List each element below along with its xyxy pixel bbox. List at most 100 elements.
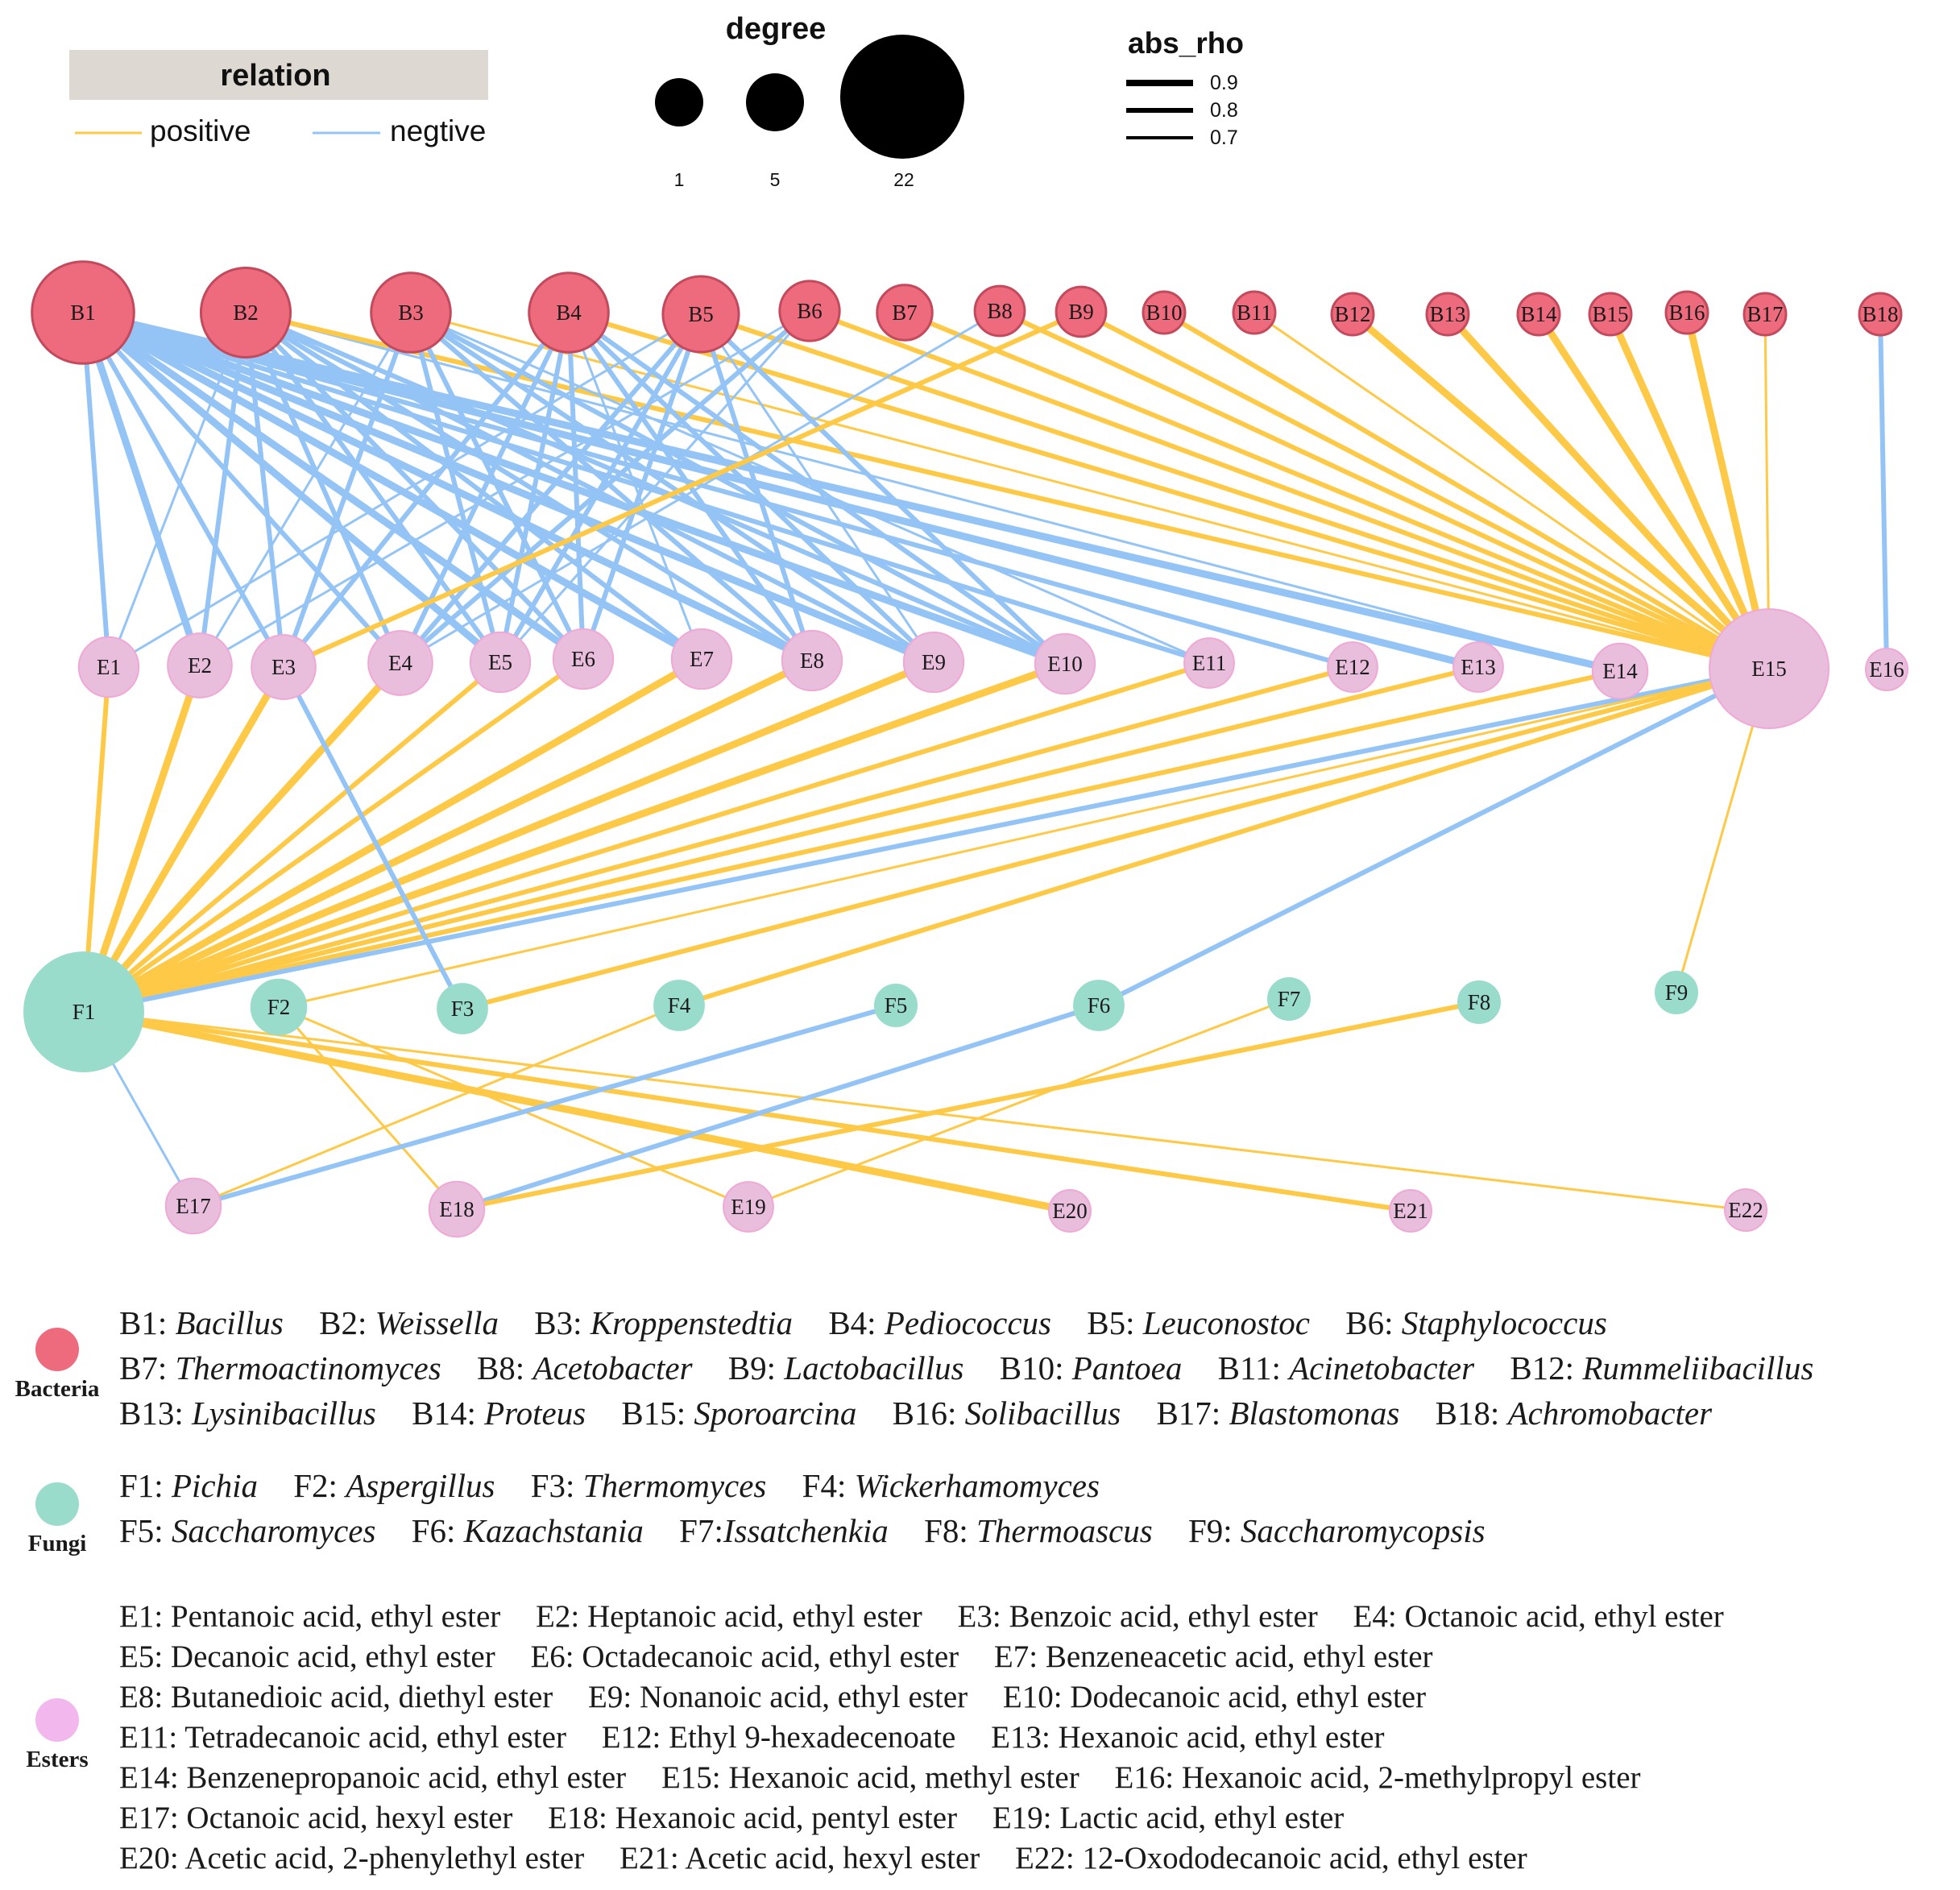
node-circle-E21[interactable] (1389, 1189, 1432, 1233)
node-circle-E17[interactable] (164, 1177, 222, 1235)
node-B4[interactable]: B4 (528, 271, 610, 354)
node-B14[interactable]: B14 (1516, 292, 1561, 337)
node-F5[interactable]: F5 (874, 984, 918, 1027)
node-E15[interactable]: E15 (1709, 608, 1829, 729)
node-circle-B7[interactable] (876, 284, 934, 342)
node-circle-F5[interactable] (874, 984, 918, 1027)
node-circle-E8[interactable] (781, 629, 843, 692)
node-F6[interactable]: F6 (1073, 980, 1125, 1031)
node-circle-B5[interactable] (661, 275, 740, 354)
node-circle-B17[interactable] (1742, 292, 1788, 337)
node-E8[interactable]: E8 (781, 629, 843, 692)
node-circle-B15[interactable] (1588, 292, 1633, 337)
node-circle-E6[interactable] (552, 628, 615, 690)
node-B10[interactable]: B10 (1142, 290, 1187, 335)
node-F1[interactable]: F1 (23, 951, 144, 1072)
node-B6[interactable]: B6 (778, 280, 841, 342)
node-E14[interactable]: E14 (1591, 642, 1649, 700)
node-B8[interactable]: B8 (973, 284, 1026, 338)
node-circle-E7[interactable] (670, 628, 733, 690)
node-F9[interactable]: F9 (1655, 971, 1698, 1014)
node-F2[interactable]: F2 (250, 978, 308, 1036)
node-F8[interactable]: F8 (1457, 980, 1501, 1024)
node-B12[interactable]: B12 (1330, 292, 1375, 337)
node-F7[interactable]: F7 (1267, 977, 1311, 1021)
node-circle-B9[interactable] (1055, 285, 1108, 338)
node-circle-B6[interactable] (778, 280, 841, 342)
node-B9[interactable]: B9 (1055, 285, 1108, 338)
node-B15[interactable]: B15 (1588, 292, 1633, 337)
node-E2[interactable]: E2 (167, 632, 233, 698)
node-circle-B4[interactable] (528, 271, 610, 354)
node-E20[interactable]: E20 (1048, 1189, 1092, 1233)
node-circle-F8[interactable] (1457, 980, 1501, 1024)
node-E9[interactable]: E9 (902, 631, 965, 694)
node-B18[interactable]: B18 (1858, 292, 1903, 337)
node-circle-B2[interactable] (199, 266, 292, 359)
node-E4[interactable]: E4 (367, 630, 433, 696)
edge-B15-E15 (1606, 313, 1773, 670)
taxon-id: B10: (999, 1349, 1064, 1386)
node-E10[interactable]: E10 (1034, 632, 1096, 695)
node-circle-E11[interactable] (1183, 637, 1235, 689)
node-circle-B16[interactable] (1664, 290, 1709, 335)
node-circle-E4[interactable] (367, 630, 433, 696)
node-circle-E19[interactable] (723, 1181, 774, 1233)
node-E17[interactable]: E17 (164, 1177, 222, 1235)
node-B11[interactable]: B11 (1232, 290, 1277, 335)
node-B7[interactable]: B7 (876, 284, 934, 342)
node-circle-E16[interactable] (1865, 648, 1908, 691)
node-E18[interactable]: E18 (428, 1180, 486, 1238)
node-circle-F7[interactable] (1267, 977, 1311, 1021)
node-E3[interactable]: E3 (251, 634, 317, 700)
node-circle-F2[interactable] (250, 978, 308, 1036)
node-circle-F9[interactable] (1655, 971, 1698, 1014)
node-circle-F3[interactable] (437, 983, 488, 1034)
node-E12[interactable]: E12 (1327, 641, 1378, 693)
node-circle-E9[interactable] (902, 631, 965, 694)
node-circle-B10[interactable] (1142, 290, 1187, 335)
node-circle-E2[interactable] (167, 632, 233, 698)
node-circle-E13[interactable] (1452, 641, 1504, 693)
node-circle-E3[interactable] (251, 634, 317, 700)
node-circle-B3[interactable] (370, 271, 452, 354)
node-E16[interactable]: E16 (1865, 648, 1908, 691)
node-circle-E1[interactable] (77, 636, 140, 698)
node-circle-B8[interactable] (973, 284, 1026, 338)
node-B16[interactable]: B16 (1664, 290, 1709, 335)
node-E1[interactable]: E1 (77, 636, 140, 698)
node-circle-B12[interactable] (1330, 292, 1375, 337)
node-B17[interactable]: B17 (1742, 292, 1788, 337)
node-circle-E18[interactable] (428, 1180, 486, 1238)
node-B5[interactable]: B5 (661, 275, 740, 354)
node-circle-E22[interactable] (1724, 1188, 1767, 1232)
node-F4[interactable]: F4 (653, 980, 705, 1031)
node-circle-E12[interactable] (1327, 641, 1378, 693)
node-circle-B11[interactable] (1232, 290, 1277, 335)
node-E7[interactable]: E7 (670, 628, 733, 690)
node-E22[interactable]: E22 (1724, 1188, 1767, 1232)
node-E6[interactable]: E6 (552, 628, 615, 690)
node-B1[interactable]: B1 (31, 260, 135, 365)
node-E5[interactable]: E5 (469, 631, 532, 694)
node-circle-E5[interactable] (469, 631, 532, 694)
node-circle-B14[interactable] (1516, 292, 1561, 337)
node-circle-F4[interactable] (653, 980, 705, 1031)
node-circle-E14[interactable] (1591, 642, 1649, 700)
node-circle-E10[interactable] (1034, 632, 1096, 695)
node-E11[interactable]: E11 (1183, 637, 1235, 689)
node-circle-E15[interactable] (1709, 608, 1829, 729)
node-B3[interactable]: B3 (370, 271, 452, 354)
node-E21[interactable]: E21 (1389, 1189, 1432, 1233)
node-circle-F1[interactable] (23, 951, 144, 1072)
node-circle-B18[interactable] (1858, 292, 1903, 337)
node-F3[interactable]: F3 (437, 983, 488, 1034)
node-circle-E20[interactable] (1048, 1189, 1092, 1233)
node-circle-F6[interactable] (1073, 980, 1125, 1031)
node-B2[interactable]: B2 (199, 266, 292, 359)
node-B13[interactable]: B13 (1425, 292, 1470, 337)
node-E13[interactable]: E13 (1452, 641, 1504, 693)
node-circle-B13[interactable] (1425, 292, 1470, 337)
node-circle-B1[interactable] (31, 260, 135, 365)
node-E19[interactable]: E19 (723, 1181, 774, 1233)
